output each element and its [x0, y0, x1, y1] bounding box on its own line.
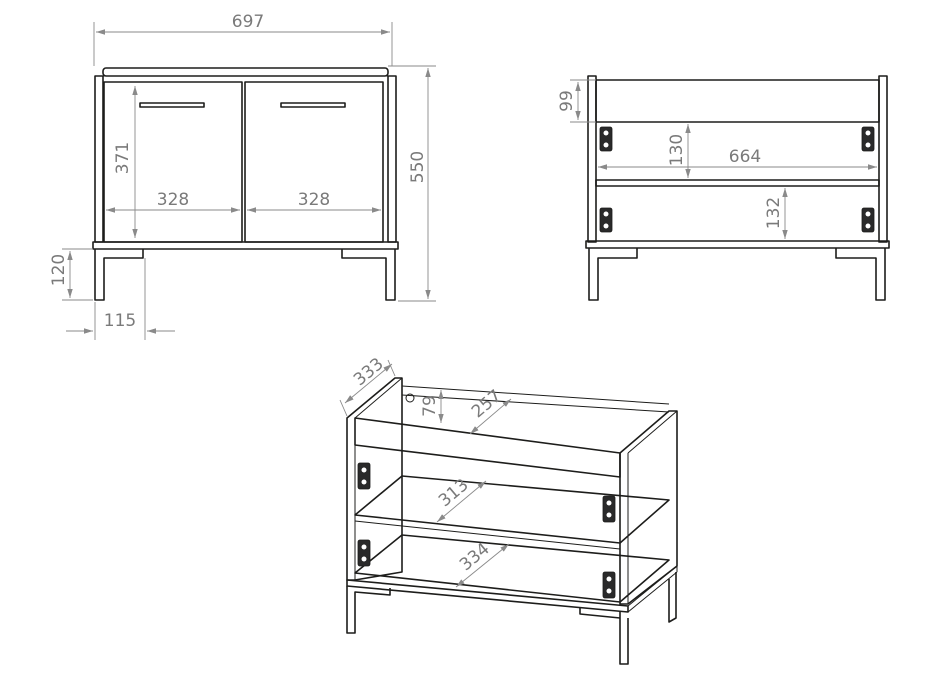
dim-door-height: 371: [113, 142, 133, 174]
front-right-leg: [341, 249, 396, 301]
iso-top-rail: [354, 417, 621, 478]
dim-overall-height: 550: [408, 151, 428, 183]
dim-shelf-depth-lower: 334: [456, 539, 494, 575]
iso-shelf: [354, 475, 670, 544]
dim-shelf-gap-upper: 130: [667, 134, 687, 166]
hinge-icon: [602, 495, 616, 523]
dim-line-depth: [344, 363, 393, 404]
front-left-side: [94, 75, 104, 243]
iso-front-right-leg: [619, 611, 629, 665]
dim-depth: 333: [350, 354, 388, 390]
left-door-handle: [139, 102, 205, 108]
open-left-side: [587, 75, 597, 243]
iso-bottom: [354, 534, 670, 603]
dim-leg-height: 120: [49, 254, 69, 286]
hinge-icon: [357, 539, 371, 567]
dim-line-shelf-depth-upper: [436, 480, 487, 523]
open-left-leg: [588, 248, 638, 301]
front-left-leg: [94, 249, 144, 301]
iso-back-right-leg: [668, 572, 677, 623]
open-view: 99 130 664 132: [557, 75, 890, 301]
dim-iso-top-section: 79: [420, 395, 440, 417]
open-base: [585, 240, 890, 249]
hinge-icon: [357, 462, 371, 490]
iso-right-side: [619, 410, 678, 605]
right-door: [244, 81, 384, 243]
hinge-icon: [861, 207, 875, 233]
hinge-icon: [602, 571, 616, 599]
dim-inner-width: 664: [729, 147, 761, 167]
dim-door-width-right: 328: [298, 190, 330, 210]
dim-shelf-gap-lower: 132: [764, 197, 784, 229]
front-right-side: [387, 75, 397, 243]
cable-hole-icon: [405, 393, 415, 403]
open-shelf: [595, 179, 880, 187]
front-top-panel: [102, 67, 389, 77]
dim-door-width-left: 328: [157, 190, 189, 210]
hinge-icon: [599, 207, 613, 233]
right-door-handle: [280, 102, 346, 108]
iso-front-right-leg-bracket: [579, 607, 621, 619]
iso-view: 333 79 257 313 334: [339, 354, 678, 665]
hinge-icon: [861, 126, 875, 152]
iso-base: [346, 579, 629, 613]
dim-overall-width: 697: [232, 12, 264, 32]
dim-top-depth: 257: [468, 386, 506, 422]
open-top-rail: [595, 79, 880, 123]
dim-top-section: 99: [557, 90, 577, 112]
open-right-side: [878, 75, 888, 243]
hinge-icon: [599, 126, 613, 152]
dim-line-top-depth: [469, 398, 512, 435]
front-view: 697 371 328 328 550 120 115: [49, 12, 436, 340]
dim-shelf-depth-upper: 313: [435, 475, 473, 511]
iso-left-leg: [346, 586, 391, 634]
open-right-leg: [835, 248, 886, 301]
dim-leg-inset: 115: [104, 311, 136, 331]
dim-line-shelf-depth-lower: [455, 543, 510, 588]
front-base: [92, 241, 399, 250]
